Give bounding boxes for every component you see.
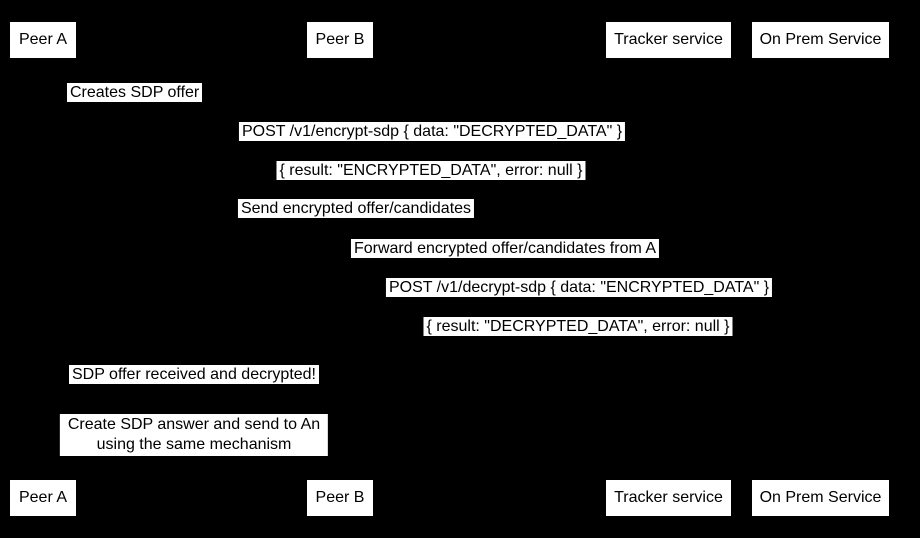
message-sdp-offer-received: SDP offer received and decrypted! <box>69 365 319 384</box>
participant-peer-b-top: Peer B <box>307 22 373 58</box>
participant-on-prem-service-top: On Prem Service <box>752 22 889 58</box>
participant-peer-a-bottom: Peer A <box>10 480 76 516</box>
participant-tracker-service-top: Tracker service <box>606 22 731 58</box>
message-creates-sdp-offer: Creates SDP offer <box>67 83 203 102</box>
note-create-sdp-answer: Create SDP answer and send to An using t… <box>59 414 329 456</box>
message-encrypt-sdp-response: { result: "ENCRYPTED_DATA", error: null … <box>276 161 586 180</box>
participant-tracker-service-bottom: Tracker service <box>606 480 731 516</box>
participant-on-prem-service-bottom: On Prem Service <box>752 480 889 516</box>
message-decrypt-sdp-response: { result: "DECRYPTED_DATA", error: null … <box>423 317 733 336</box>
message-forward-encrypted-offer: Forward encrypted offer/candidates from … <box>350 239 660 258</box>
participant-peer-a-top: Peer A <box>10 22 76 58</box>
message-decrypt-sdp-request: POST /v1/decrypt-sdp { data: "ENCRYPTED_… <box>385 278 773 297</box>
message-encrypt-sdp-request: POST /v1/encrypt-sdp { data: "DECRYPTED_… <box>238 122 626 141</box>
participant-peer-b-bottom: Peer B <box>307 480 373 516</box>
message-send-encrypted-offer: Send encrypted offer/candidates <box>237 199 475 218</box>
